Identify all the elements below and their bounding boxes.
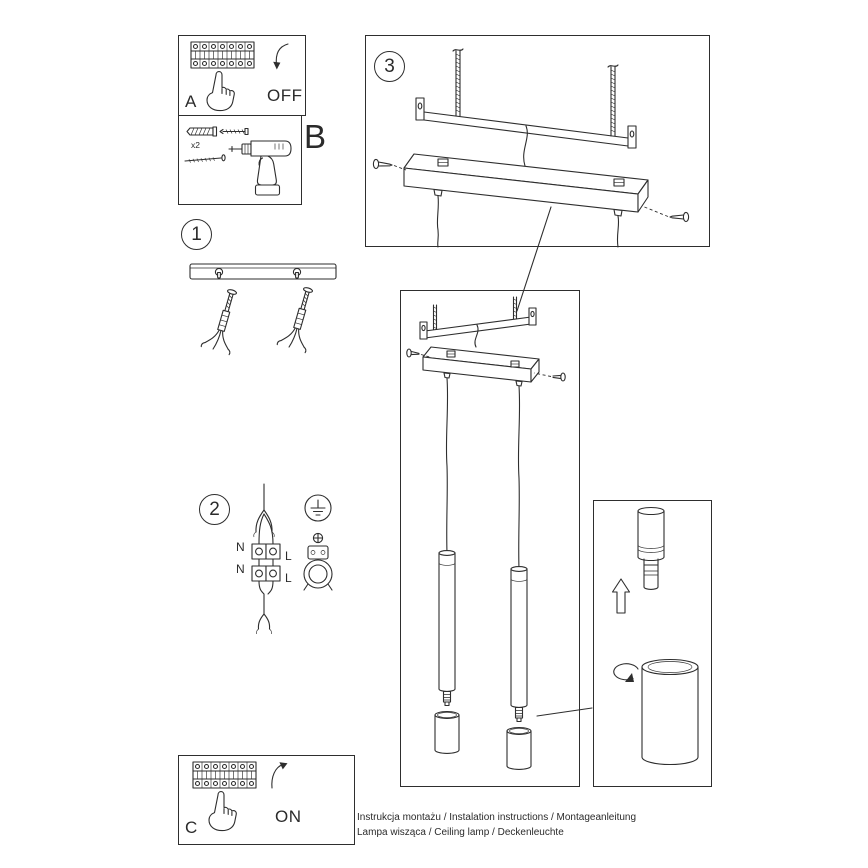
terminal-strip-drawing [190, 41, 255, 69]
pointing-hand-icon [208, 791, 237, 832]
off-label: OFF [267, 86, 303, 105]
anchor-screw-icon [219, 127, 249, 136]
mounting-strap-drawing [415, 97, 637, 149]
tube-socket-detail [637, 506, 665, 562]
lamp-canopy-drawing [422, 346, 540, 383]
detail-inset-drawing [611, 506, 699, 766]
terminal-connector-top [251, 543, 281, 560]
canopy-3d-drawing [403, 153, 649, 213]
drill-icon [228, 140, 292, 196]
step-3-drawing [372, 48, 690, 248]
insert-arrow-icon [611, 578, 631, 614]
bulb-detail [643, 558, 659, 590]
footer-text: Instrukcja montażu / Instalation instruc… [357, 811, 636, 840]
canopy-screw-left [406, 348, 432, 358]
cable-clip-right [613, 178, 625, 187]
panel-a-label: A [185, 92, 197, 111]
mains-cable-drawing [253, 483, 275, 635]
l-label-bottom: L [285, 571, 292, 585]
step-3-panel [365, 35, 710, 248]
cable-clamp-drawing [303, 532, 333, 591]
panel-b-drawing [184, 126, 292, 196]
step-1-drawing [189, 263, 337, 356]
lamp-tube-right [510, 566, 528, 723]
step-2-badge: 2 [199, 494, 230, 525]
pointing-hand-icon [206, 71, 235, 112]
wall-anchor-left-drawing [200, 289, 238, 356]
shade-detail [641, 658, 699, 766]
panel-b-label: B [304, 118, 327, 155]
step-1-badge: 1 [181, 219, 212, 250]
l-label-top: L [285, 549, 292, 563]
terminal-connector-bottom [251, 565, 281, 582]
switch-off-arrow-icon [273, 43, 289, 70]
panel-c: C ON [178, 755, 355, 845]
threaded-rod-right [607, 64, 619, 137]
lamp-tube-left [438, 550, 456, 707]
hanging-wire [474, 324, 479, 348]
panel-c-drawing [192, 761, 288, 832]
canopy-screw-left [372, 158, 407, 171]
canopy-screw-right [641, 205, 690, 223]
detail-inset-panel [593, 500, 712, 787]
canopy-screw-right [533, 372, 566, 382]
lamp-shade-left [434, 711, 460, 754]
panel-a-drawing [190, 41, 289, 112]
step-3-badge: 3 [374, 51, 405, 82]
wall-anchor-right-drawing [276, 287, 314, 354]
wall-plug-icon [186, 126, 218, 137]
on-label: ON [275, 807, 302, 826]
terminal-strip-drawing [192, 761, 257, 789]
switch-on-arrow-icon [271, 762, 288, 789]
n-label-top: N [236, 540, 245, 554]
power-cable-left [433, 188, 443, 248]
rotate-arrow-icon [613, 663, 639, 682]
cable-clip-left [437, 158, 449, 167]
main-assembly-drawing [406, 296, 566, 770]
mounting-rail-drawing [189, 263, 337, 280]
main-assembly-panel [400, 290, 580, 787]
panel-c-label: C [185, 818, 198, 837]
lamp-shade-right [506, 727, 532, 770]
footer-line-1: Instrukcja montażu / Instalation instruc… [357, 812, 637, 823]
suspension-cable-left [443, 372, 451, 554]
panel-a: A OFF [178, 35, 306, 116]
n-label-bottom: N [236, 562, 245, 576]
step-2-drawing [251, 483, 333, 635]
power-cable-right [613, 208, 623, 248]
hanging-wire [523, 125, 528, 167]
panel-b: x2 [178, 115, 302, 205]
earth-symbol-icon [304, 494, 332, 522]
threaded-rod-left [452, 48, 464, 117]
footer-line-2: Lampa wisząca / Ceiling lamp / Deckenleu… [357, 826, 564, 838]
suspension-cable-right [515, 380, 523, 570]
qty-label: x2 [191, 140, 200, 150]
step-2-drawing-area: N L N L [236, 482, 348, 650]
connector-link-wires [258, 558, 274, 567]
long-screw-icon [184, 154, 226, 163]
